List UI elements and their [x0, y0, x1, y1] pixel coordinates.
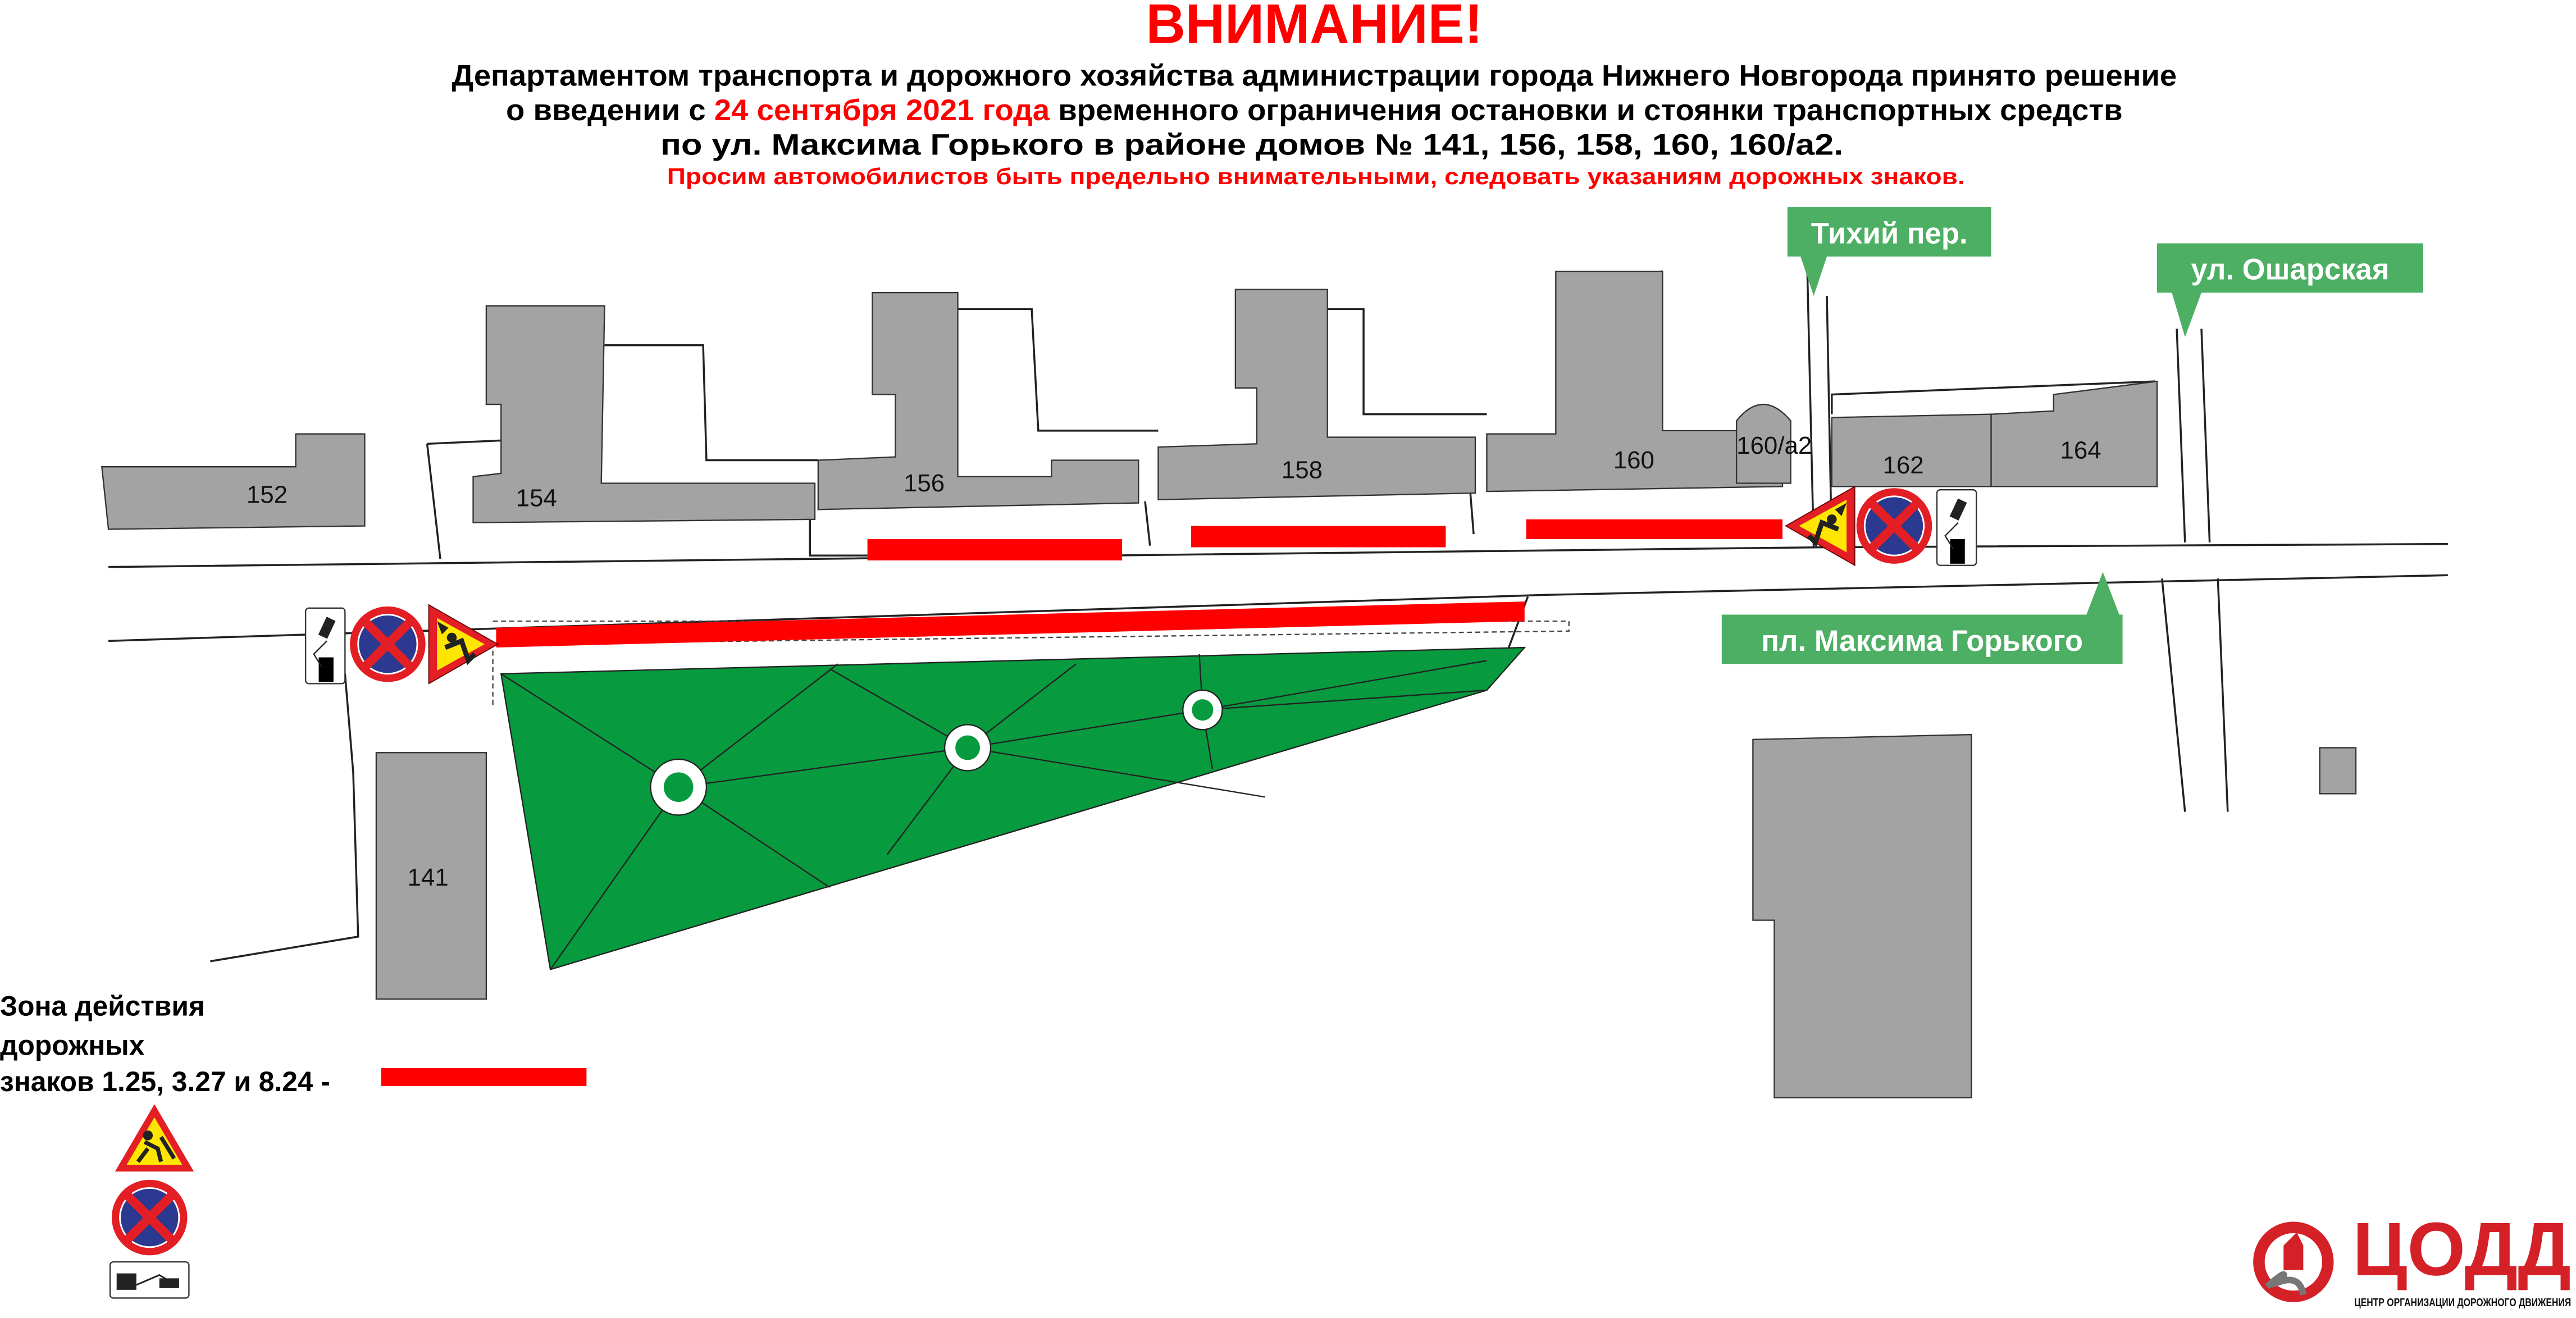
- building-unlabeled-small: [2319, 747, 2357, 795]
- notice-line-2: о введении с 24 сентября 2021 года време…: [506, 94, 2123, 127]
- svg-text:164: 164: [2060, 437, 2101, 464]
- logo-subtitle: ЦЕНТР ОРГАНИЗАЦИИ ДОРОЖНОГО ДВИЖЕНИЯ: [2354, 1296, 2571, 1309]
- building-141: 141: [375, 752, 487, 1000]
- svg-text:знаков 1.25, 3.27 и 8.24 -: знаков 1.25, 3.27 и 8.24 -: [0, 1066, 330, 1097]
- road-works-icon: [429, 605, 498, 683]
- building-154: 154: [472, 305, 816, 523]
- svg-text:162: 162: [1882, 452, 1923, 479]
- svg-text:158: 158: [1282, 457, 1323, 484]
- building-152: 152: [101, 433, 366, 530]
- building-164: 164: [1990, 380, 2158, 487]
- svg-text:156: 156: [904, 469, 945, 497]
- svg-text:дорожных: дорожных: [0, 1030, 145, 1061]
- restriction-zones: [496, 519, 1783, 648]
- building-162: 162: [1831, 413, 1992, 487]
- road-works-icon: [1786, 486, 1855, 565]
- tow-truck-plate-icon: [304, 607, 346, 685]
- notice-date: 24 сентября 2021 года: [714, 94, 1050, 127]
- notice-line-1: Департаментом транспорта и дорожного хоз…: [452, 60, 2177, 93]
- building-160a2: 160/а2: [1735, 403, 1812, 484]
- street-label-ploshchad: пл. Максима Горького: [1721, 572, 2123, 664]
- svg-text:ул. Ошарская: ул. Ошарская: [2191, 253, 2389, 286]
- street-label-tikhiy: Тихий пер.: [1787, 207, 1991, 296]
- legend: Зона действия дорожных знаков 1.25, 3.27…: [0, 990, 587, 1299]
- street-label-osharskaya: ул. Ошарская: [2157, 243, 2423, 338]
- logo-name: ЦОДД: [2352, 1207, 2571, 1292]
- svg-text:141: 141: [407, 864, 448, 891]
- sign-group-left: [304, 605, 498, 685]
- tow-truck-plate-icon: [1936, 489, 1977, 567]
- road-works-icon: [115, 1104, 194, 1172]
- building-158: 158: [1157, 289, 1476, 500]
- sign-group-right: [1786, 486, 1977, 567]
- svg-text:Тихий пер.: Тихий пер.: [1811, 217, 1968, 250]
- tow-truck-plate-icon: [109, 1261, 190, 1299]
- building-unlabeled-large: [1752, 733, 1972, 1098]
- svg-text:160: 160: [1613, 446, 1654, 474]
- svg-text:160/а2: 160/а2: [1736, 432, 1812, 459]
- notice-line-3: по ул. Максима Горького в районе домов №…: [660, 128, 1843, 161]
- warning-title: ВНИМАНИЕ!: [1146, 0, 1483, 55]
- park: [500, 646, 1526, 970]
- building-156: 156: [817, 291, 1139, 510]
- svg-text:пл. Максима Горького: пл. Максима Горького: [1761, 624, 2083, 658]
- no-stopping-icon: [112, 1180, 188, 1256]
- svg-text:Зона действия: Зона действия: [0, 990, 205, 1021]
- codd-logo: ЦОДД ЦЕНТР ОРГАНИЗАЦИИ ДОРОЖНОГО ДВИЖЕНИ…: [2253, 1207, 2571, 1309]
- no-stopping-icon: [350, 606, 426, 682]
- svg-text:152: 152: [247, 481, 288, 509]
- notice-warning: Просим автомобилистов быть предельно вни…: [667, 163, 1965, 189]
- no-stopping-icon: [1857, 488, 1932, 564]
- svg-text:154: 154: [516, 484, 557, 512]
- building-160: 160: [1486, 270, 1784, 492]
